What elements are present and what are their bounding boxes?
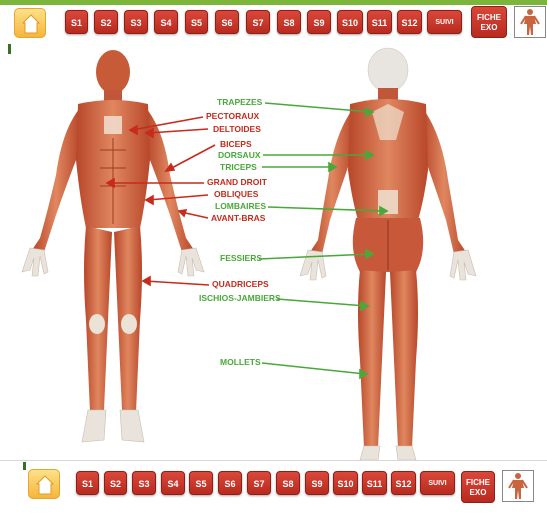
nav-button-s10-bottom[interactable]: S10: [333, 471, 358, 495]
home-icon: [36, 475, 54, 495]
front-body-figure: [22, 50, 204, 442]
nav-button-s11-bottom[interactable]: S11: [362, 471, 387, 495]
fiche-line-1: FICHE: [462, 478, 494, 488]
label-obliques: OBLIQUES: [214, 189, 258, 199]
label-pectoraux: PECTORAUX: [206, 111, 259, 121]
label-deltoides: DELTOIDES: [213, 124, 261, 134]
label-lombaires: LOMBAIRES: [215, 201, 266, 211]
fiche-exo-button-bottom[interactable]: FICHE EXO: [461, 471, 495, 503]
nav-button-s9-bottom[interactable]: S9: [305, 471, 329, 495]
label-mollets: MOLLETS: [220, 357, 261, 367]
label-triceps: TRICEPS: [220, 162, 257, 172]
label-avant-bras: AVANT-BRAS: [211, 213, 265, 223]
nav-button-suivi-bottom[interactable]: SUIVI: [420, 471, 455, 495]
nav-button-s6-bottom[interactable]: S6: [218, 471, 242, 495]
label-quadriceps: QUADRICEPS: [212, 279, 269, 289]
label-trapezes: TRAPEZES: [217, 97, 262, 107]
label-fessiers: FESSIERS: [220, 253, 262, 263]
nav-button-s8-bottom[interactable]: S8: [276, 471, 300, 495]
bottom-nav-bar: S1 S2 S3 S4 S5 S6 S7 S8 S9 S10 S11 S12 S…: [0, 467, 547, 503]
home-button-bottom[interactable]: [28, 469, 60, 499]
nav-button-s4-bottom[interactable]: S4: [161, 471, 185, 495]
back-body-figure: [300, 48, 476, 460]
nav-button-s3-bottom[interactable]: S3: [132, 471, 156, 495]
nav-button-s7-bottom[interactable]: S7: [247, 471, 271, 495]
label-biceps: BICEPS: [220, 139, 252, 149]
nav-button-s12-bottom[interactable]: S12: [391, 471, 416, 495]
label-ischios-jambiers: ISCHIOS-JAMBIERS: [199, 293, 281, 303]
nav-button-s2-bottom[interactable]: S2: [104, 471, 127, 495]
nav-button-s1-bottom[interactable]: S1: [76, 471, 99, 495]
nav-button-s5-bottom[interactable]: S5: [189, 471, 213, 495]
section-divider: [0, 460, 547, 461]
muscle-thumbnail-button-bottom[interactable]: [502, 470, 534, 502]
label-dorsaux: DORSAUX: [218, 150, 261, 160]
muscle-thumbnail-icon: [503, 471, 533, 501]
label-grand-droit: GRAND DROIT: [207, 177, 267, 187]
fiche-line-2: EXO: [462, 488, 494, 498]
